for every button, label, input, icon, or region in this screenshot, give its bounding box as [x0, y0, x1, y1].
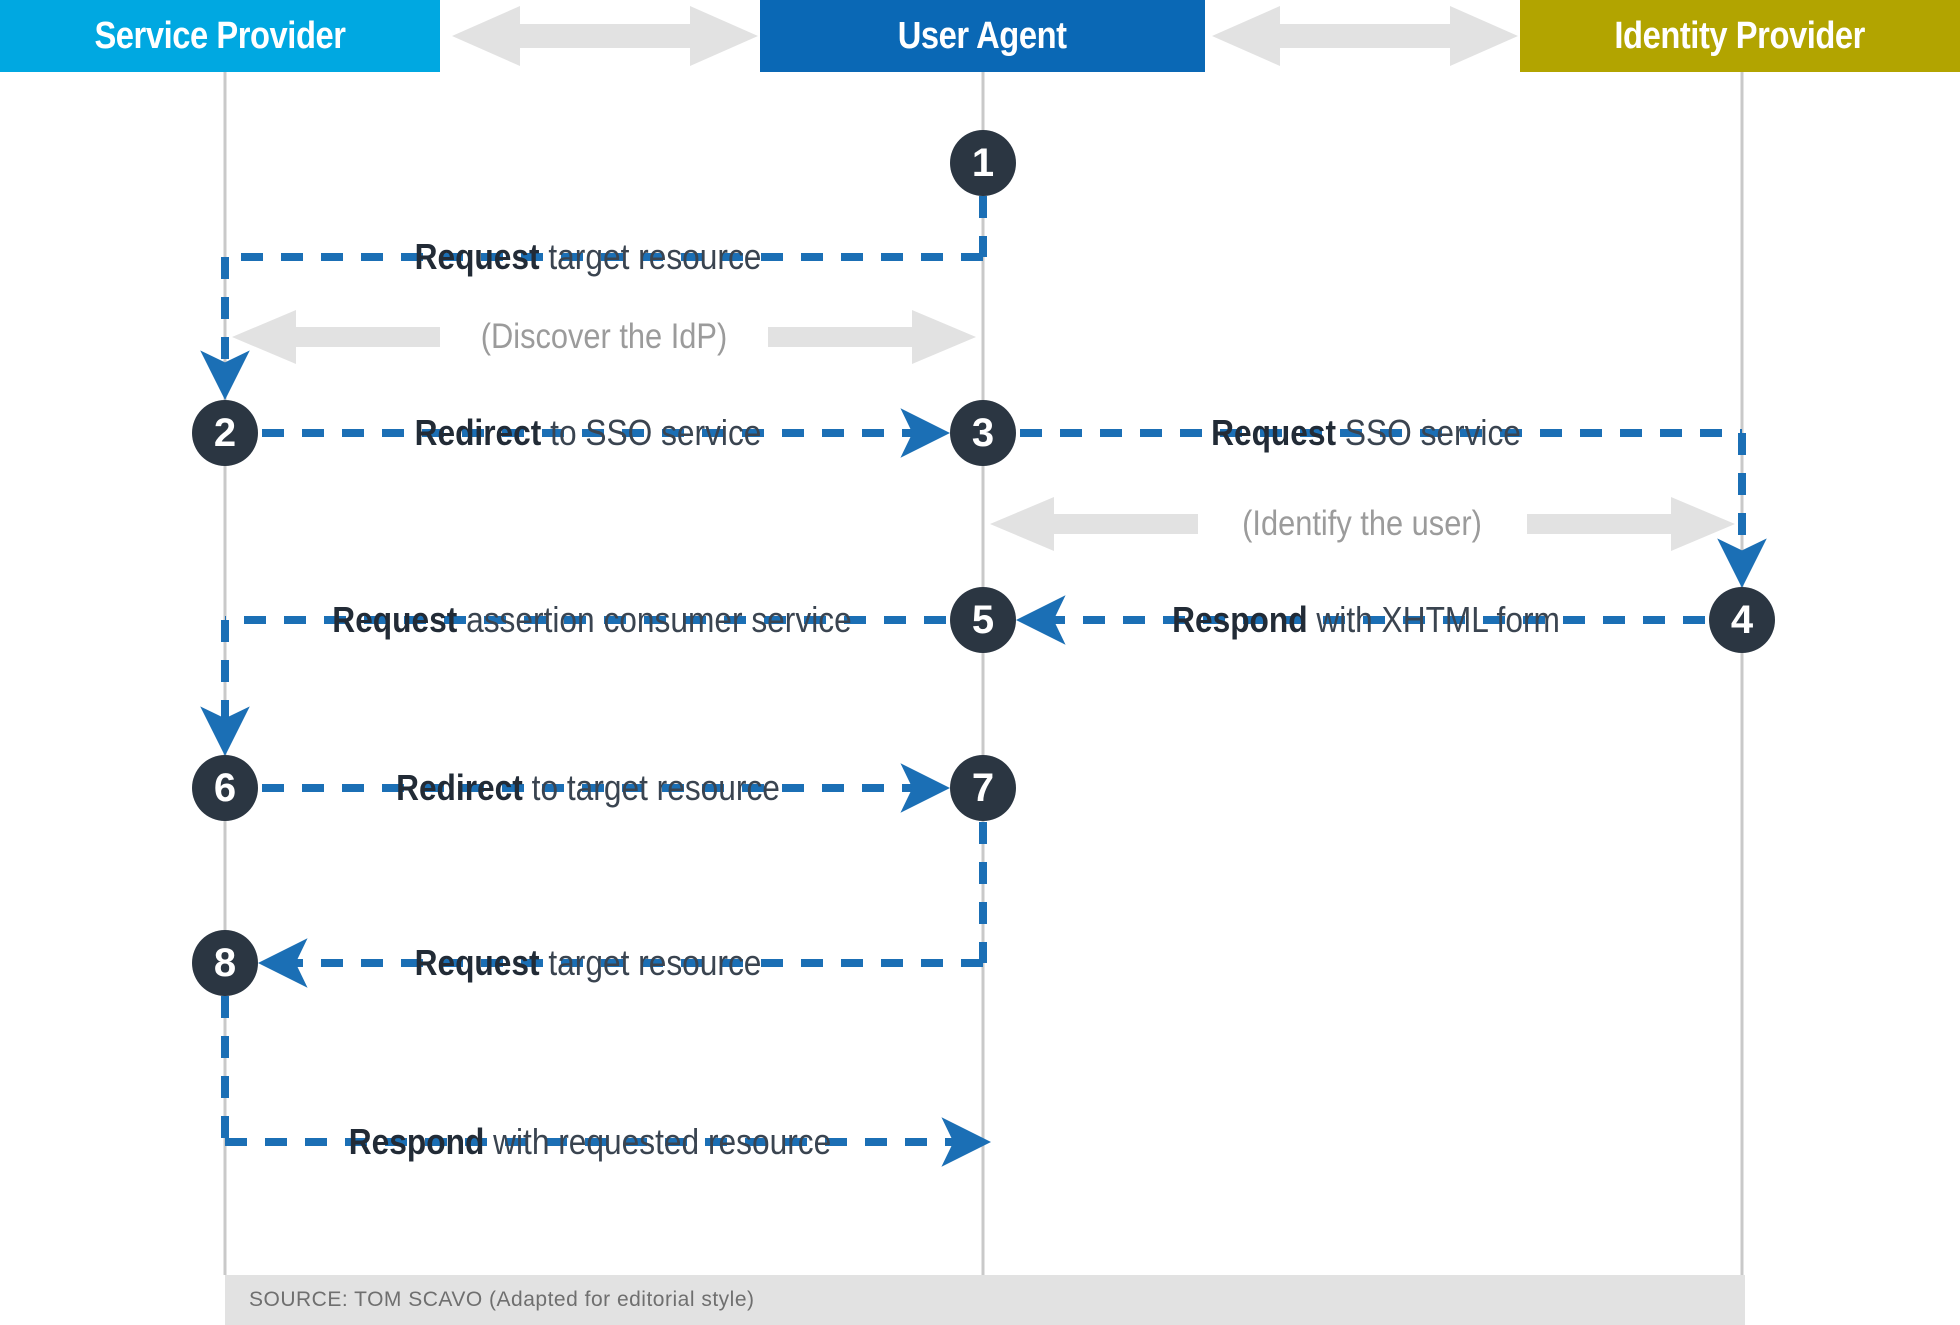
message-rest-3: with XHTML form: [1307, 599, 1560, 640]
message-bold-5: Redirect: [396, 767, 523, 808]
actor-label-identity-provider: Identity Provider: [1614, 14, 1866, 57]
step-circle-1[interactable]: 1: [950, 130, 1016, 196]
message-bold-6: Request: [414, 942, 540, 983]
message-rest-0: target resource: [539, 236, 762, 277]
message-rest-5: to target resource: [522, 767, 780, 808]
message-bold-3: Respond: [1172, 599, 1308, 640]
parenthetical-identify-user: (Identify the user): [1242, 504, 1482, 543]
flow-step-5-to-6: [200, 616, 946, 757]
header-connector-ua-idp: [1212, 6, 1518, 66]
step-circle-4[interactable]: 4: [1709, 587, 1775, 653]
message-bold-4: Request: [332, 599, 458, 640]
message-bold-7: Respond: [348, 1121, 485, 1162]
message-bold-2: Request: [1211, 412, 1337, 453]
step-circle-3[interactable]: 3: [950, 400, 1016, 466]
message-label-respond-with-xhtml-form: Respond with XHTML form: [1172, 602, 1560, 638]
actor-label-service-provider: Service Provider: [94, 14, 346, 57]
message-label-respond-with-requested-resource: Respond with requested resource: [349, 1124, 831, 1160]
message-rest-1: to SSO service: [541, 412, 762, 453]
message-rest-7: with requested resource: [484, 1121, 832, 1162]
flow-step-8-to-end: [221, 996, 992, 1167]
message-label-request-assertion-consumer-service: Request assertion consumer service: [332, 602, 851, 638]
step-circle-6[interactable]: 6: [192, 755, 258, 821]
message-rest-2: SSO service: [1336, 412, 1521, 453]
source-footer-bar: SOURCE: TOM SCAVO (Adapted for editorial…: [225, 1275, 1745, 1325]
message-label-request-sso-service: Request SSO service: [1211, 415, 1521, 451]
message-label-redirect-to-sso-service: Redirect to SSO service: [415, 415, 762, 451]
source-footer-text: SOURCE: TOM SCAVO (Adapted for editorial…: [249, 1288, 755, 1311]
bidi-arrow-discover-idp: [232, 310, 976, 364]
bidi-arrow-identify-user: [990, 497, 1735, 551]
step-circle-7[interactable]: 7: [950, 755, 1016, 821]
message-label-request-target-resource: Request target resource: [415, 239, 762, 275]
parenthetical-discover-idp: (Discover the IdP): [480, 317, 728, 356]
flow-step-3-to-4: [1020, 429, 1767, 589]
step-circle-8[interactable]: 8: [192, 930, 258, 996]
step-circle-5[interactable]: 5: [950, 587, 1016, 653]
message-bold-1: Redirect: [414, 412, 542, 453]
header-connector-sp-ua: [452, 6, 758, 66]
message-label-request-target-resource-2: Request target resource: [415, 945, 762, 981]
actor-header-service-provider[interactable]: Service Provider: [0, 0, 440, 72]
actor-label-user-agent: User Agent: [898, 14, 1067, 57]
step-circle-2[interactable]: 2: [192, 400, 258, 466]
actor-header-identity-provider[interactable]: Identity Provider: [1520, 0, 1960, 72]
flow-step-1-to-2: [200, 196, 987, 401]
message-rest-4: assertion consumer service: [457, 599, 852, 640]
message-rest-6: target resource: [539, 942, 762, 983]
message-bold-0: Request: [414, 236, 540, 277]
message-label-redirect-to-target-resource: Redirect to target resource: [396, 770, 780, 806]
actor-header-user-agent[interactable]: User Agent: [760, 0, 1205, 72]
